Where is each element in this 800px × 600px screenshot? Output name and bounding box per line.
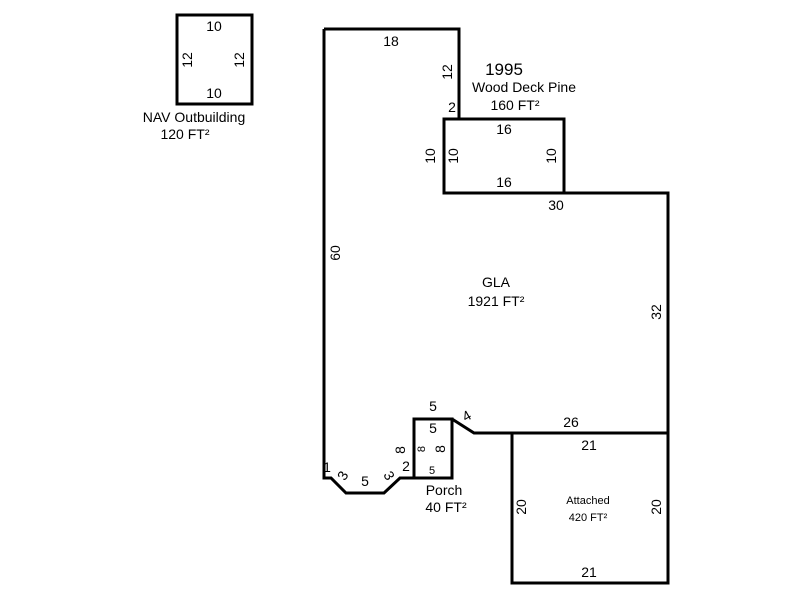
- dim-label: 10: [445, 148, 461, 164]
- dim-label: 10: [543, 148, 559, 164]
- dim-label: 2: [448, 99, 456, 115]
- dim-label: 3: [334, 468, 352, 483]
- dim-label: 32: [648, 304, 664, 320]
- dim-label: 12: [179, 52, 195, 68]
- area-name: Wood Deck Pine: [472, 79, 576, 95]
- area-name: Porch: [426, 482, 463, 498]
- dim-label: 1: [323, 459, 331, 475]
- dim-label: 5: [361, 473, 369, 489]
- area-size: 420 FT²: [569, 512, 608, 524]
- dim-label: 12: [231, 52, 247, 68]
- dim-label: 4: [459, 407, 474, 425]
- deck-area: 1995 Wood Deck Pine 160 FT² 16 16 10 10 …: [422, 60, 576, 195]
- porch-area: 5 8 8 5 Porch 40 FT²: [412, 417, 467, 515]
- dim-label: 60: [327, 245, 343, 261]
- dim-label: 8: [432, 445, 448, 453]
- dim-label: 5: [429, 465, 435, 477]
- deck-year: 1995: [485, 60, 523, 79]
- dim-label: 5: [429, 420, 437, 436]
- dim-label: 21: [581, 564, 597, 580]
- dim-label: 8: [416, 446, 428, 452]
- dim-label: 10: [206, 18, 222, 34]
- area-name: GLA: [482, 274, 511, 290]
- dim-label: 8: [392, 446, 408, 454]
- outbuilding: 10 10 12 12 NAV Outbuilding 120 FT²: [143, 13, 254, 142]
- dim-label: 10: [206, 85, 222, 101]
- dim-label: 18: [383, 33, 399, 49]
- dim-label: 12: [439, 64, 455, 80]
- dim-label: 20: [513, 499, 529, 515]
- area-size: 160 FT²: [490, 97, 539, 113]
- dim-label: 2: [402, 458, 410, 474]
- dim-label: 16: [496, 174, 512, 190]
- dim-label: 26: [563, 414, 579, 430]
- dim-label: 20: [648, 499, 664, 515]
- dim-label: 21: [581, 437, 597, 453]
- dim-label: 5: [429, 398, 437, 414]
- area-size: 1921 FT²: [468, 293, 525, 309]
- outbuilding-outline: [175, 13, 254, 106]
- area-name: NAV Outbuilding: [143, 109, 245, 125]
- area-size: 120 FT²: [160, 126, 209, 142]
- dim-label: 30: [548, 197, 564, 213]
- dim-label: 10: [422, 148, 438, 164]
- dim-label: 16: [496, 121, 512, 137]
- deck-outline: [442, 117, 566, 195]
- area-size: 40 FT²: [425, 499, 467, 515]
- area-name: Attached: [566, 495, 609, 507]
- porch-outline: [412, 417, 454, 480]
- attached-outline: [510, 431, 670, 585]
- attached-area: 21 21 20 20 Attached 420 FT²: [510, 431, 670, 585]
